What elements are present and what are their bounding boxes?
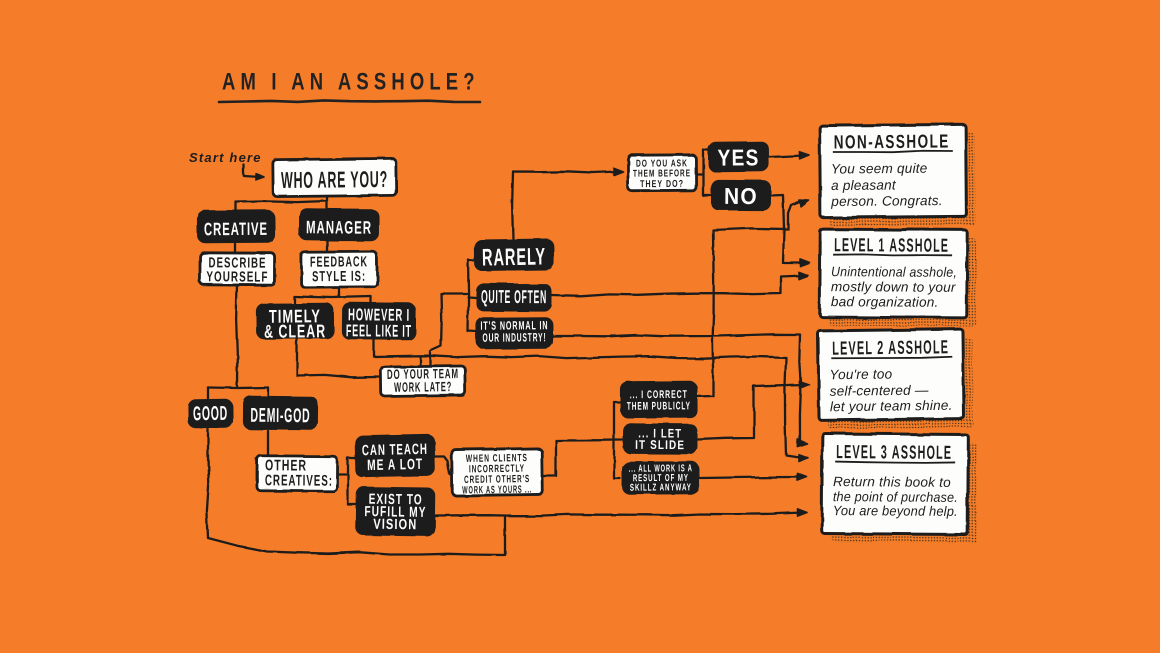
svg-text:QUITE OFTEN: QUITE OFTEN [481,286,547,307]
svg-text:FUFILL MY: FUFILL MY [364,504,426,521]
svg-text:You seem quite: You seem quite [831,161,928,177]
svg-text:YES: YES [717,144,759,170]
svg-text:You're too: You're too [829,366,892,382]
svg-text:DEMI-GOD: DEMI-GOD [250,405,310,428]
svg-text:CREDIT OTHER'S: CREDIT OTHER'S [464,473,530,486]
svg-text:NON-ASSHOLE: NON-ASSHOLE [834,132,950,154]
svg-text:SKILLZ ANYWAY: SKILLZ ANYWAY [630,482,692,493]
svg-text:a pleasant: a pleasant [831,177,897,193]
svg-text:You are beyond help.: You are beyond help. [833,503,958,519]
svg-text:THEY DO?: THEY DO? [640,179,684,190]
svg-text:HOWEVER I: HOWEVER I [348,305,410,325]
svg-text:NO: NO [724,183,758,209]
svg-text:CREATIVE: CREATIVE [204,219,268,239]
svg-text:... I CORRECT: ... I CORRECT [630,389,688,401]
svg-text:EXIST TO: EXIST TO [369,492,423,509]
svg-text:INCORRECTLY: INCORRECTLY [469,463,525,476]
svg-text:WORK AS YOURS ...: WORK AS YOURS ... [462,484,532,497]
svg-text:VISION: VISION [373,517,417,534]
svg-text:DO YOUR TEAM: DO YOUR TEAM [387,366,459,382]
svg-text:MANAGER: MANAGER [306,217,372,237]
svg-text:self-centered —: self-centered — [830,383,929,399]
svg-text:CREATIVES:: CREATIVES: [265,472,333,489]
svg-text:STYLE IS:: STYLE IS: [312,269,366,285]
svg-text:DO YOU ASK: DO YOU ASK [636,158,688,169]
svg-text:Unintentional asshole,: Unintentional asshole, [831,264,957,280]
svg-text:TIMELY: TIMELY [269,305,321,326]
svg-text:FEEDBACK: FEEDBACK [310,254,368,270]
svg-text:Start here: Start here [189,150,262,165]
svg-text:WHO ARE YOU?: WHO ARE YOU? [281,166,388,193]
svg-text:person. Congrats.: person. Congrats. [830,193,943,209]
svg-text:OTHER: OTHER [265,457,307,474]
svg-text:mostly down to your: mostly down to your [831,279,956,295]
svg-text:THEM PUBLICLY: THEM PUBLICLY [627,400,691,412]
svg-text:Return this book to: Return this book to [833,474,951,490]
svg-text:WHEN CLIENTS: WHEN CLIENTS [466,452,528,465]
svg-text:YOURSELF: YOURSELF [206,269,268,285]
svg-text:THEM BEFORE: THEM BEFORE [633,168,691,179]
svg-text:IT SLIDE: IT SLIDE [635,438,685,452]
svg-text:WORK LATE?: WORK LATE? [394,379,452,395]
svg-text:RESULT OF MY: RESULT OF MY [633,473,689,484]
svg-text:the point of purchase.: the point of purchase. [833,489,958,505]
svg-text:CAN TEACH: CAN TEACH [362,441,428,459]
svg-text:IT'S NORMAL IN: IT'S NORMAL IN [480,318,548,332]
svg-text:LEVEL 2 ASSHOLE: LEVEL 2 ASSHOLE [832,337,949,359]
svg-text:DESCRIBE: DESCRIBE [208,255,266,271]
svg-text:... I LET: ... I LET [638,426,682,440]
svg-text:RARELY: RARELY [482,243,546,271]
svg-text:let your team shine.: let your team shine. [830,398,953,414]
svg-text:GOOD: GOOD [193,403,228,425]
svg-text:FEEL LIKE IT: FEEL LIKE IT [346,321,412,341]
svg-text:ME A LOT: ME A LOT [367,456,423,474]
svg-text:LEVEL 3 ASSHOLE: LEVEL 3 ASSHOLE [836,442,952,464]
svg-text:OUR INDUSTRY!: OUR INDUSTRY! [482,330,546,344]
svg-text:bad organization.: bad organization. [831,294,939,310]
svg-text:AM I AN ASSHOLE?: AM I AN ASSHOLE? [222,68,475,95]
svg-text:LEVEL 1 ASSHOLE: LEVEL 1 ASSHOLE [834,235,949,257]
svg-text:& CLEAR: & CLEAR [264,320,326,342]
svg-text:... ALL WORK IS A: ... ALL WORK IS A [629,463,693,474]
